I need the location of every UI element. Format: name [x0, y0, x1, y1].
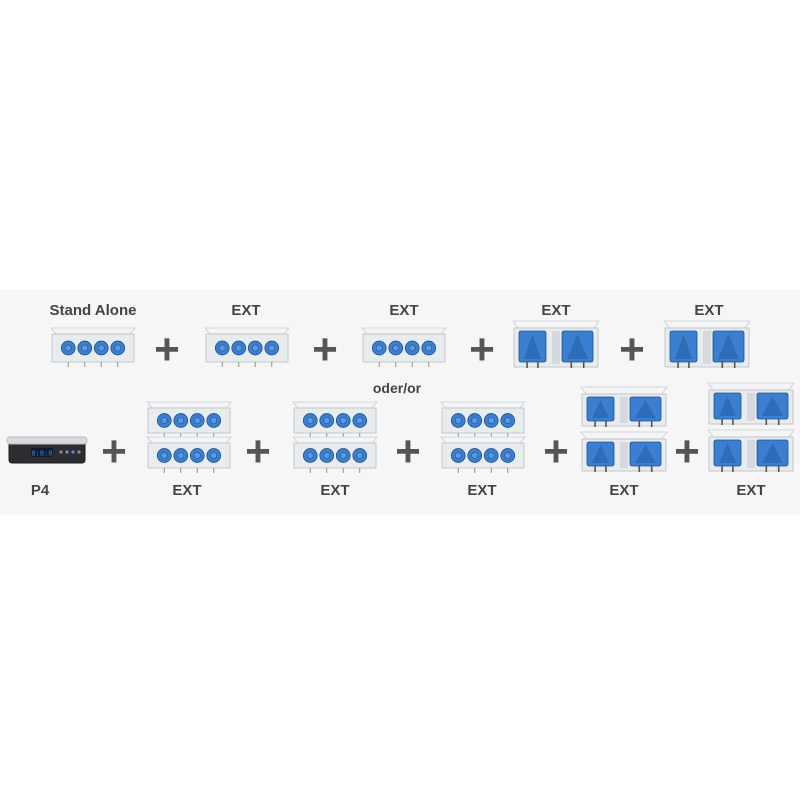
label-ext-5: EXT — [172, 482, 202, 499]
label-oder-or: oder/or — [372, 380, 422, 396]
plus-icon: + — [101, 427, 127, 476]
label-ext-4: EXT — [694, 302, 724, 319]
pump-unit-icon — [663, 320, 751, 368]
controller-display: 8:8:8 — [31, 451, 52, 459]
label-ext-8: EXT — [609, 482, 639, 499]
pump-unit-icon — [204, 327, 290, 367]
label-ext-2: EXT — [389, 302, 419, 319]
pump-unit-icon — [146, 401, 232, 473]
plus-icon: + — [543, 427, 569, 476]
label-ext-7: EXT — [467, 482, 497, 499]
pump-unit-icon — [361, 327, 447, 367]
plus-icon: + — [619, 325, 645, 374]
label-ext-3: EXT — [541, 302, 571, 319]
controller-icon: 8:8:8 — [6, 436, 88, 464]
pump-unit-icon — [580, 386, 668, 472]
pump-unit-icon — [292, 401, 378, 473]
label-p4: P4 — [30, 482, 50, 499]
pump-unit-icon — [440, 401, 526, 473]
pump-unit-icon — [707, 382, 795, 472]
plus-icon: + — [395, 427, 421, 476]
label-ext-9: EXT — [736, 482, 766, 499]
plus-icon: + — [674, 427, 700, 476]
plus-icon: + — [469, 325, 495, 374]
pump-unit-icon — [512, 320, 600, 368]
label-stand-alone: Stand Alone — [49, 302, 137, 319]
label-ext-1: EXT — [231, 302, 261, 319]
diagram-background — [0, 290, 800, 515]
label-ext-6: EXT — [320, 482, 350, 499]
plus-icon: + — [154, 325, 180, 374]
plus-icon: + — [312, 325, 338, 374]
pump-unit-icon — [50, 327, 136, 367]
plus-icon: + — [245, 427, 271, 476]
